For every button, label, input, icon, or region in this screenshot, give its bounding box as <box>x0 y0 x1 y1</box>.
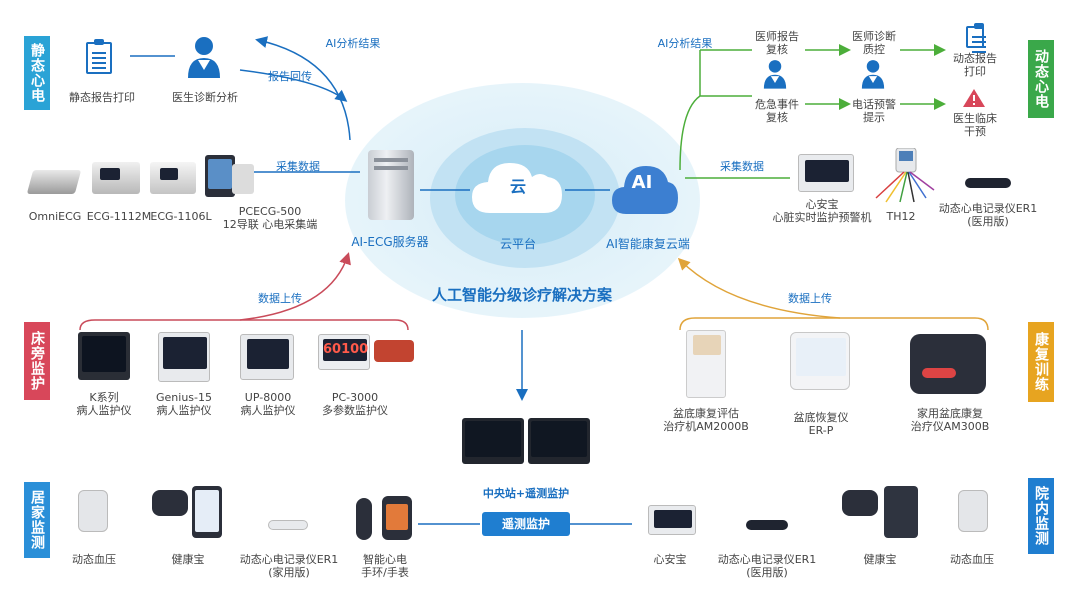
hospital-xinanbao-device <box>648 505 696 535</box>
ai-rehab-cloud-label: AI智能康复云端 <box>606 237 690 251</box>
dynamic-ecg-tag: 动态心电 <box>1028 40 1054 118</box>
am2000b-device <box>686 330 726 398</box>
home-monitoring-tag: 居家监测 <box>24 482 50 558</box>
up-8000-label: UP-8000 病人监护仪 <box>240 391 296 417</box>
central-station-monitor-left <box>462 418 524 464</box>
home-healthbao-device <box>152 490 188 516</box>
up-8000-monitor <box>240 334 294 380</box>
collect-data-label-right: 采集数据 <box>720 160 764 173</box>
er1-home-device <box>268 520 308 530</box>
genius-15-monitor <box>158 332 210 382</box>
cloud-glyph: 云 <box>509 177 526 196</box>
data-upload-label-right: 数据上传 <box>788 292 832 305</box>
doctor-review-icon <box>763 60 787 89</box>
static-ecg-tag: 静态心电 <box>24 36 50 110</box>
omniecg-label: OmniECG <box>28 210 82 223</box>
er-p-label: 盆底恢复仪 ER-P <box>793 411 849 437</box>
pcecg-500-box <box>232 164 254 194</box>
home-abpm-label: 动态血压 <box>72 553 116 566</box>
cloud-icon <box>472 163 562 213</box>
ai-result-label-right: AI分析结果 <box>657 37 713 50</box>
hospital-healthbao-device <box>842 490 878 516</box>
pcecg-500-label: PCECG-500 12导联 心电采集端 <box>222 205 318 231</box>
ai-ecg-server-label: AI-ECG服务器 <box>351 235 429 249</box>
ai-result-arrow <box>255 36 351 141</box>
home-abpm-device <box>78 490 108 532</box>
ecg-1112m-device <box>92 162 140 194</box>
dynamic-report-print-label: 动态报告 打印 <box>953 52 997 78</box>
ecg-1112m-label: ECG-1112M <box>86 210 152 223</box>
smart-watch-device <box>382 496 412 540</box>
er-p-device <box>790 332 850 390</box>
am300b-device <box>910 334 986 394</box>
emergency-review-label: 危急事件 复核 <box>755 98 799 124</box>
remote-monitoring-button[interactable]: 遥测监护 <box>482 512 570 536</box>
pc-3000-label: PC-3000 多参数监护仪 <box>322 391 388 417</box>
er1-medical-label-bottom: 动态心电记录仪ER1 (医用版) <box>717 553 817 579</box>
phone-alert-label: 电话预警 提示 <box>852 98 896 124</box>
central-station-monitor-right <box>528 418 590 464</box>
ai-result-label-left: AI分析结果 <box>325 37 381 50</box>
th12-device <box>875 148 935 203</box>
smart-ecg-band-label: 智能心电 手环/手表 <box>361 553 409 579</box>
genius-15-label: Genius-15 病人监护仪 <box>156 391 212 417</box>
doctor-qc-label: 医师诊断 质控 <box>852 30 896 56</box>
report-return-arrow <box>239 69 348 102</box>
hospital-healthbao-box <box>884 486 918 538</box>
collect-data-label-left: 采集数据 <box>276 160 320 173</box>
xinanbao-label: 心安宝 心脏实时监护预警机 <box>772 198 872 224</box>
ecg-1106l-device <box>150 162 196 194</box>
home-phone-device <box>192 486 222 538</box>
ecg-1106l-label: ECG-1106L <box>150 210 212 223</box>
hospital-abpm-device <box>958 490 988 532</box>
rehab-tag: 康复训练 <box>1028 322 1054 402</box>
static-report-print-label: 静态报告打印 <box>69 91 135 104</box>
bedside-tag: 床旁监护 <box>24 322 50 400</box>
ai-cloud-icon <box>612 166 678 214</box>
cloud-platform-label: 云平台 <box>499 237 536 251</box>
solution-title: 人工智能分级诊疗解决方案 <box>431 286 612 304</box>
ai-glyph: AI <box>631 172 653 193</box>
pc-3000-screen-value: 60100 <box>323 339 368 361</box>
doctor-review-label: 医师报告 复核 <box>755 30 799 56</box>
pc-3000-monitor: 60100 <box>318 334 370 370</box>
hospital-monitoring-tag: 院内监测 <box>1028 478 1054 554</box>
clinical-intervention-label: 医生临床 干预 <box>953 112 997 138</box>
home-healthbao-label: 健康宝 <box>171 553 205 566</box>
k-series-label: K系列 病人监护仪 <box>76 391 132 417</box>
report-print-icon <box>86 39 112 74</box>
dynamic-report-icon <box>966 23 986 48</box>
doctor-diagnosis-label: 医生诊断分析 <box>172 91 238 104</box>
report-return-label: 报告回传 <box>268 70 312 83</box>
am2000b-label: 盆底康复评估 治疗机AM2000B <box>663 407 749 433</box>
pc-3000-cuff <box>374 340 414 362</box>
er1-medical-label-top: 动态心电记录仪ER1 (医用版) <box>938 202 1038 228</box>
doctor-icon <box>188 37 220 78</box>
hospital-abpm-label: 动态血压 <box>950 553 994 566</box>
data-upload-label-left: 数据上传 <box>258 292 302 305</box>
doctor-qc-icon <box>861 60 885 89</box>
ai-ecg-server-icon <box>368 150 414 220</box>
pcecg-500-device <box>205 155 235 197</box>
am300b-label: 家用盆底康复 治疗仪AM300B <box>910 407 990 433</box>
warning-icon <box>963 89 985 107</box>
th12-label: TH12 <box>886 210 916 223</box>
omniecg-device <box>26 170 82 194</box>
smart-band-device <box>356 498 372 540</box>
er1-medical-device-bottom <box>746 520 788 530</box>
er1-home-label: 动态心电记录仪ER1 (家用版) <box>239 553 339 579</box>
central-station-label: 中央站+遥测监护 <box>482 487 570 500</box>
xinanbao-device <box>798 154 854 192</box>
hospital-xinanbao-label: 心安宝 <box>653 553 687 566</box>
er1-medical-device-top <box>965 178 1011 188</box>
hospital-healthbao-label: 健康宝 <box>863 553 897 566</box>
k-series-monitor <box>78 332 130 380</box>
